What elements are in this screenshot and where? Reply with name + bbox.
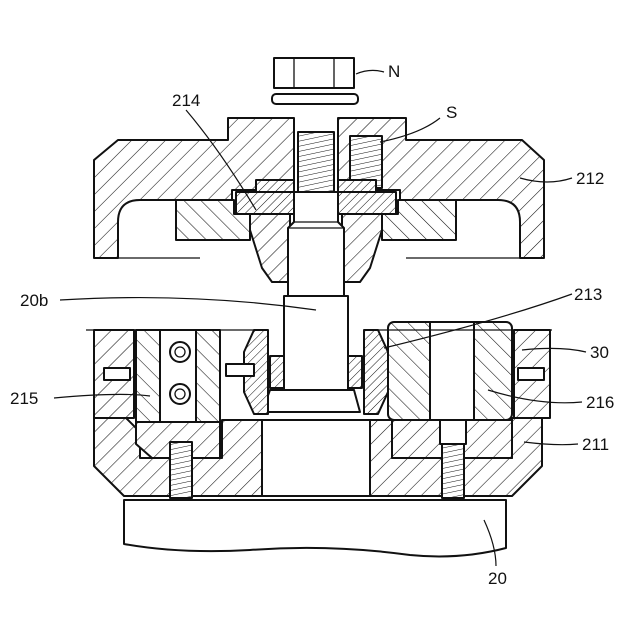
label-214: 214: [172, 91, 200, 110]
base-20: [124, 500, 506, 556]
label-30: 30: [590, 343, 609, 362]
label-213: 213: [574, 285, 602, 304]
label-s: S: [446, 103, 457, 122]
nut-n: [272, 58, 358, 104]
label-216: 216: [586, 393, 614, 412]
label-n: N: [388, 62, 400, 81]
label-20: 20: [488, 569, 507, 588]
label-215: 215: [10, 389, 38, 408]
centre-bolt: [298, 132, 334, 192]
label-20b: 20b: [20, 291, 48, 310]
label-212: 212: [576, 169, 604, 188]
punch-20b: [284, 192, 348, 390]
label-211: 211: [582, 435, 609, 454]
